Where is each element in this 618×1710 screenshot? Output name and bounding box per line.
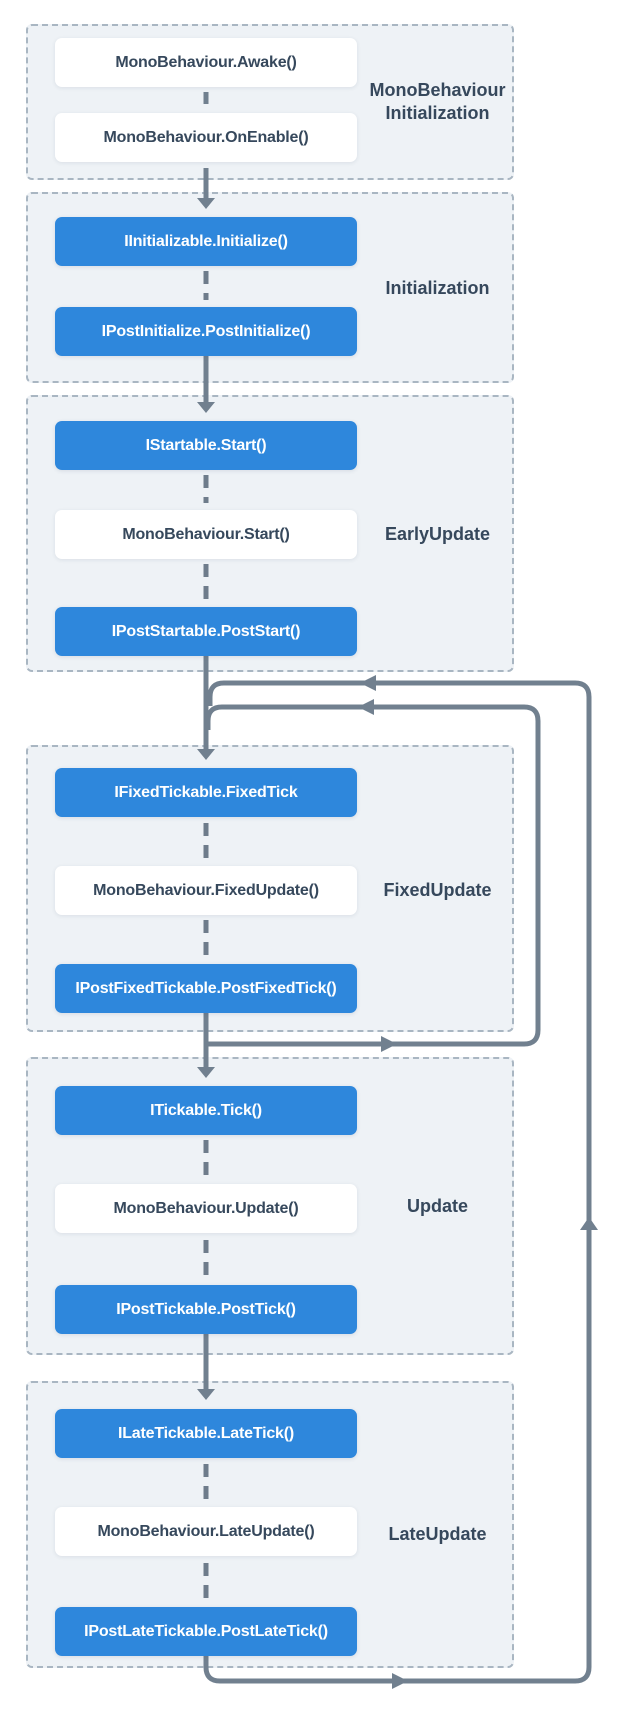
arrowhead-down-icon	[197, 198, 215, 209]
node-monobehaviour-update: MonoBehaviour.Update()	[55, 1184, 357, 1233]
node-monobehaviour-onenable: MonoBehaviour.OnEnable()	[55, 113, 357, 162]
node-iposttickable-posttick: IPostTickable.PostTick()	[55, 1285, 357, 1334]
node-ifixedtickable-fixedtick: IFixedTickable.FixedTick	[55, 768, 357, 817]
arrowhead-right-icon	[381, 1036, 397, 1052]
section-label-line: MonoBehaviour	[369, 80, 506, 100]
node-ipoststartable-poststart: IPostStartable.PostStart()	[55, 607, 357, 656]
node-monobehaviour-start: MonoBehaviour.Start()	[55, 510, 357, 559]
node-monobehaviour-fixedupdate: MonoBehaviour.FixedUpdate()	[55, 866, 357, 915]
section-label-fixed-update: FixedUpdate	[383, 880, 492, 900]
section-label-line: Initialization	[385, 103, 490, 123]
node-itickable-tick: ITickable.Tick()	[55, 1086, 357, 1135]
loop-fixed-update-repeat	[205, 704, 541, 1047]
arrowhead-right-icon	[392, 1673, 408, 1689]
node-ipostlatetickable-postlatetick: IPostLateTickable.PostLateTick()	[55, 1607, 357, 1656]
arrowhead-up-icon	[580, 1217, 598, 1230]
section-label-initialization: Initialization	[385, 278, 490, 298]
arrowhead-down-icon	[197, 1067, 215, 1078]
section-label-early-update: EarlyUpdate	[384, 524, 491, 544]
arrowhead-down-icon	[197, 1389, 215, 1400]
arrowhead-left-icon	[360, 675, 376, 691]
node-istartable-start: IStartable.Start()	[55, 421, 357, 470]
section-label-monobehaviour-initialization: MonoBehaviour Initialization	[357, 79, 518, 125]
node-monobehaviour-awake: MonoBehaviour.Awake()	[55, 38, 357, 87]
arrowhead-down-icon	[197, 749, 215, 760]
node-iinitializable-initialize: IInitializable.Initialize()	[55, 217, 357, 266]
node-ipostinitialize-postinitialize: IPostInitialize.PostInitialize()	[55, 307, 357, 356]
loop-late-update-to-fixed-update	[203, 680, 592, 1684]
arrowhead-down-icon	[197, 402, 215, 413]
node-monobehaviour-lateupdate: MonoBehaviour.LateUpdate()	[55, 1507, 357, 1556]
section-label-update: Update	[406, 1196, 468, 1216]
node-ilatetickable-latetick: ILateTickable.LateTick()	[55, 1409, 357, 1458]
node-ipostfixedtickable-postfixedtick: IPostFixedTickable.PostFixedTick()	[55, 964, 357, 1013]
arrowhead-left-icon	[358, 699, 374, 715]
section-label-late-update: LateUpdate	[388, 1524, 487, 1544]
